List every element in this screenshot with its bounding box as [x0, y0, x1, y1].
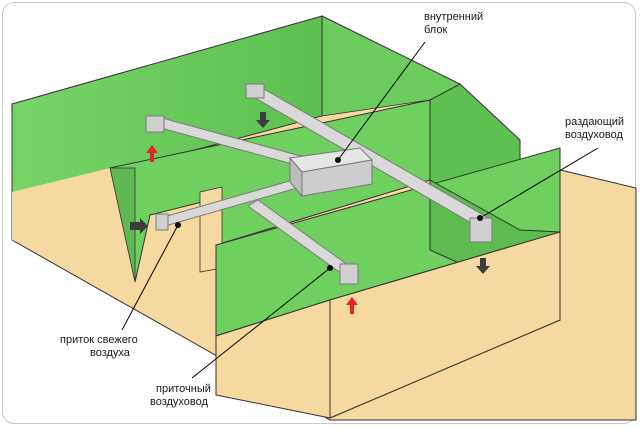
label-indoor-unit-1: внутренний: [424, 11, 483, 23]
label-distribution-duct-1: раздающий: [565, 116, 624, 128]
label-supply-duct-2: воздуховод: [150, 396, 209, 408]
leader-dots: [175, 157, 483, 271]
leader-lines: [121, 41, 599, 379]
dark-down-arrow-icon: [476, 258, 490, 274]
dark-down-arrow-icon: [256, 112, 270, 128]
indoor-unit: [289, 147, 374, 198]
label-fresh-air-1: приток свежего: [60, 334, 138, 346]
label-distribution-duct-2: воздуховод: [565, 129, 624, 141]
red-up-arrow-icon: [346, 297, 358, 314]
front-block-left-face: [215, 299, 331, 419]
left-room-side-wall: [12, 168, 135, 282]
dark-right-arrow-icon: [130, 218, 148, 234]
red-up-arrow-icon: [146, 145, 158, 162]
label-fresh-air-2: воздуха: [90, 347, 131, 359]
label-supply-duct-1: приточный: [156, 383, 211, 395]
label-indoor-unit-2: блок: [424, 24, 447, 36]
